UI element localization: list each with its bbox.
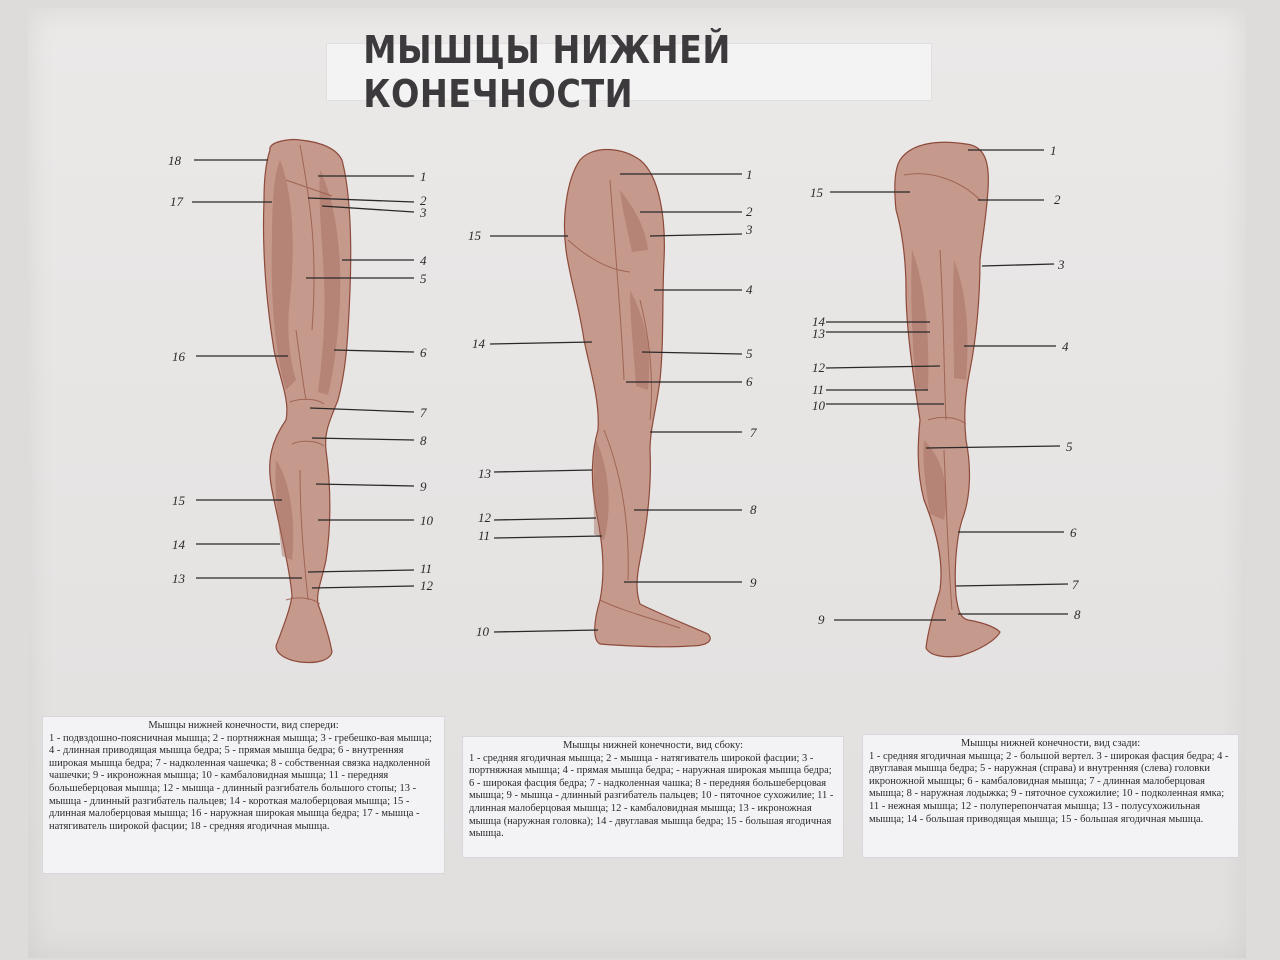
side-label-12: 12 (478, 510, 492, 525)
side-label-15: 15 (468, 228, 482, 243)
front-label-17: 17 (170, 194, 184, 209)
front-label-15: 15 (172, 493, 186, 508)
caption-back-text: 1 - средняя ягодичная мышца; 2 - большой… (869, 750, 1229, 825)
title-box: МЫШЦЫ НИЖНЕЙ КОНЕЧНОСТИ (326, 28, 932, 116)
side-leg-illustration (563, 149, 711, 648)
caption-front-view: Мышцы нижней конечности, вид спереди: 1 … (42, 716, 445, 874)
side-label-3: 3 (745, 222, 753, 237)
back-label-13: 13 (812, 326, 826, 341)
side-label-5: 5 (746, 346, 753, 361)
front-label-16: 16 (172, 349, 186, 364)
side-label-14: 14 (472, 336, 486, 351)
front-shin-shading (275, 460, 294, 560)
back-leg-outline (894, 141, 1001, 658)
side-label-4: 4 (746, 282, 753, 297)
front-label-4: 4 (420, 253, 427, 268)
back-labels-left: 15 14 13 12 11 10 9 (810, 185, 826, 627)
front-label-2: 2 (420, 193, 427, 208)
front-label-10: 10 (420, 513, 434, 528)
back-muscle-lines (903, 173, 981, 611)
side-label-11: 11 (478, 528, 490, 543)
side-muscle-lines (567, 179, 681, 629)
back-label-5: 5 (1066, 439, 1073, 454)
side-label-6: 6 (746, 374, 753, 389)
back-labels-right: 1 2 3 4 5 6 7 8 (1050, 143, 1081, 622)
back-label-4: 4 (1062, 339, 1069, 354)
front-leg-outline (262, 138, 352, 664)
caption-side-view: Мышцы нижней конечности, вид сбоку: 1 - … (462, 736, 844, 858)
back-label-6: 6 (1070, 525, 1077, 540)
front-label-6: 6 (420, 345, 427, 360)
back-label-11: 11 (812, 382, 824, 397)
back-leader-lines (825, 149, 1069, 621)
side-label-10: 10 (476, 624, 490, 639)
side-calf-shading (593, 440, 609, 540)
back-label-2: 2 (1054, 192, 1061, 207)
front-label-1: 1 (420, 169, 427, 184)
caption-front-text: 1 - подвздошно-поясничная мышца; 2 - пор… (49, 732, 432, 832)
front-muscle-lines (285, 144, 333, 605)
caption-back-view: Мышцы нижней конечности, вид сзади: 1 - … (862, 734, 1239, 858)
side-labels-left: 15 14 13 12 11 10 (468, 228, 492, 639)
back-label-14: 14 (812, 314, 826, 329)
front-label-12: 12 (420, 578, 434, 593)
front-label-5: 5 (420, 271, 427, 286)
back-label-12: 12 (812, 360, 826, 375)
back-label-7: 7 (1072, 577, 1079, 592)
front-labels-left: 18 17 16 15 14 13 (168, 153, 186, 586)
side-quad-shading (630, 290, 650, 390)
back-label-8: 8 (1074, 607, 1081, 622)
caption-side-text: 1 - средняя ягодичная мышца; 2 - мышца -… (469, 752, 834, 840)
front-leader-lines (192, 159, 415, 589)
back-leg-body (894, 142, 1000, 657)
side-labels-right: 1 2 3 4 5 6 7 8 9 (745, 167, 757, 590)
side-label-13: 13 (478, 466, 492, 481)
side-label-7: 7 (750, 425, 757, 440)
side-label-2: 2 (746, 204, 753, 219)
side-hip-shading (620, 190, 648, 252)
front-label-7: 7 (420, 405, 427, 420)
back-label-15: 15 (810, 185, 824, 200)
front-leg-illustration (262, 138, 352, 664)
back-leg-illustration (894, 141, 1001, 658)
front-label-11: 11 (420, 561, 432, 576)
back-label-1: 1 (1050, 143, 1057, 158)
front-label-9: 9 (420, 479, 427, 494)
side-label-1: 1 (746, 167, 753, 182)
front-labels-right: 1 2 3 4 5 6 7 8 9 10 11 12 (419, 169, 434, 593)
caption-back-title: Мышцы нижней конечности, вид сзади: (960, 738, 1141, 749)
side-label-8: 8 (750, 502, 757, 517)
side-leader-lines (489, 173, 743, 633)
front-vastus-shading (271, 160, 296, 390)
side-label-9: 9 (750, 575, 757, 590)
caption-side-title: Мышцы нижней конечности, вид сбоку: (562, 740, 744, 751)
front-label-3: 3 (419, 205, 427, 220)
back-label-9: 9 (818, 612, 825, 627)
side-leg-body (564, 149, 711, 647)
back-hamstring-shading (911, 250, 929, 390)
front-label-13: 13 (172, 571, 186, 586)
front-medial-shading (318, 170, 341, 395)
front-label-8: 8 (420, 433, 427, 448)
back-label-10: 10 (812, 398, 826, 413)
back-biceps-shading (953, 260, 968, 380)
page-title: МЫШЦЫ НИЖНЕЙ КОНЕЧНОСТИ (363, 28, 731, 116)
side-leg-outline (563, 149, 711, 648)
back-calf-shading (923, 440, 947, 520)
front-label-14: 14 (172, 537, 186, 552)
back-label-3: 3 (1057, 257, 1065, 272)
front-label-18: 18 (168, 153, 182, 168)
caption-front-title: Мышцы нижней конечности, вид спереди: (148, 720, 339, 731)
